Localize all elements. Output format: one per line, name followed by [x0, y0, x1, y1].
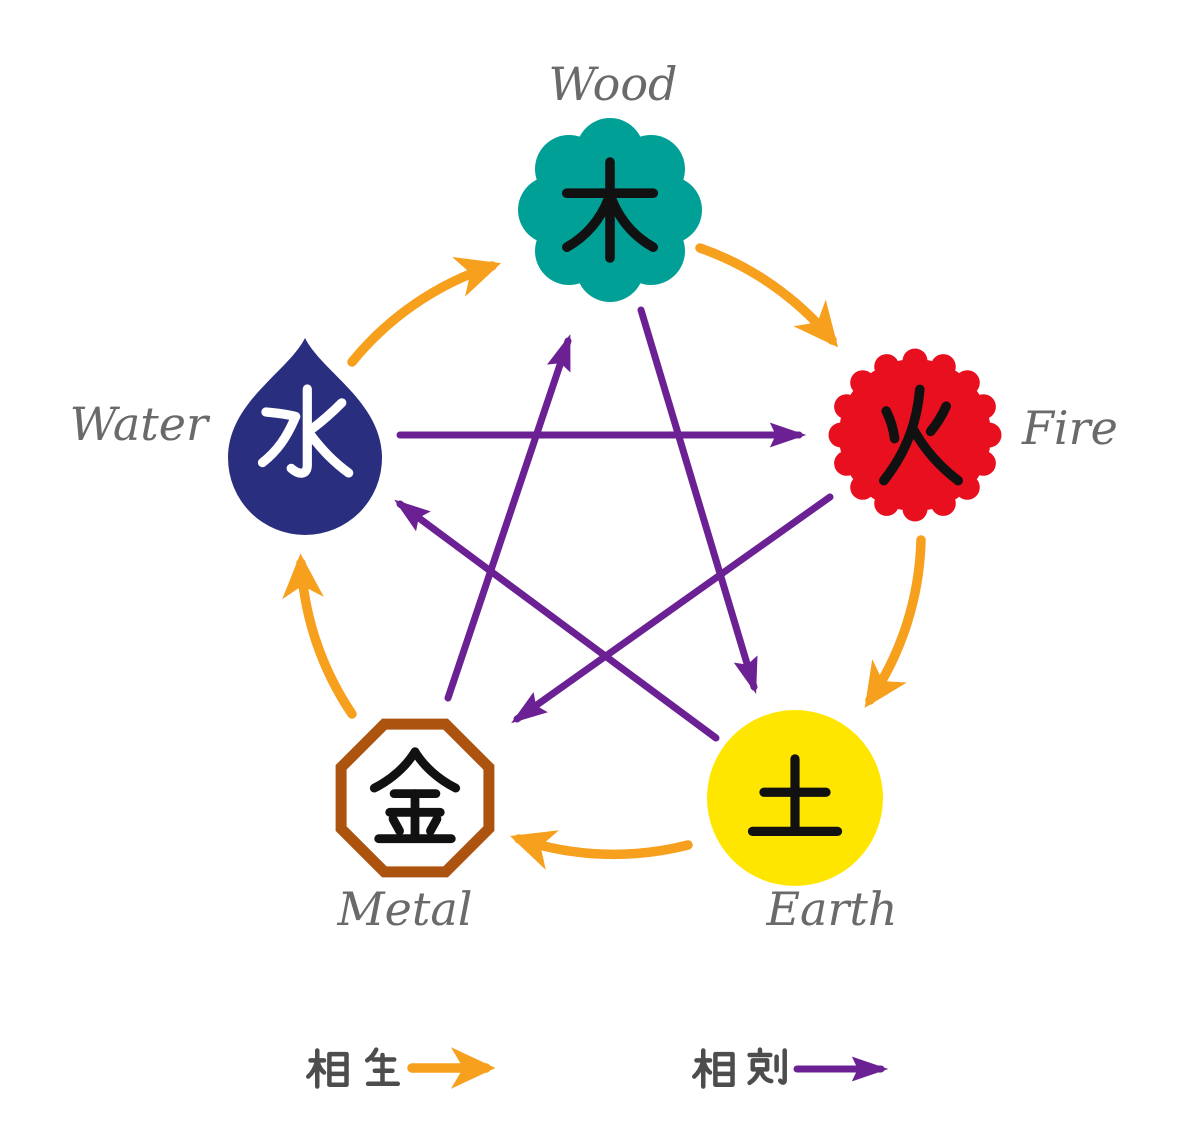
metal-character-glyph — [369, 747, 461, 844]
arrow-wood-to-earth — [637, 306, 758, 694]
arrow-wood-to-fire — [695, 243, 839, 348]
arrow-metal-to-wood — [444, 334, 572, 702]
fire-character-glyph — [879, 384, 964, 486]
earth-label: Earth — [765, 882, 897, 936]
arrow-metal-to-water — [282, 553, 357, 719]
wood-label: Wood — [549, 57, 678, 111]
legend — [306, 1047, 889, 1089]
arrow-fire-to-earth — [864, 535, 926, 708]
arrow-earth-to-metal — [509, 830, 693, 870]
legend-overcoming-label-glyph — [692, 1047, 787, 1089]
overcoming-cycle-arrows — [394, 306, 834, 742]
water-character-glyph — [257, 384, 354, 478]
arrow-water-to-wood — [347, 256, 502, 367]
earth-character-glyph — [747, 754, 843, 836]
arrow-earth-to-water — [394, 499, 720, 742]
legend-generating-label-glyph — [306, 1047, 401, 1089]
fire-label: Fire — [1021, 401, 1118, 455]
arrow-fire-to-metal — [511, 493, 834, 724]
wood-character-glyph — [562, 157, 659, 263]
metal-label: Metal — [337, 882, 473, 936]
generating-cycle-arrows — [282, 243, 926, 870]
water-label: Water — [70, 397, 211, 451]
